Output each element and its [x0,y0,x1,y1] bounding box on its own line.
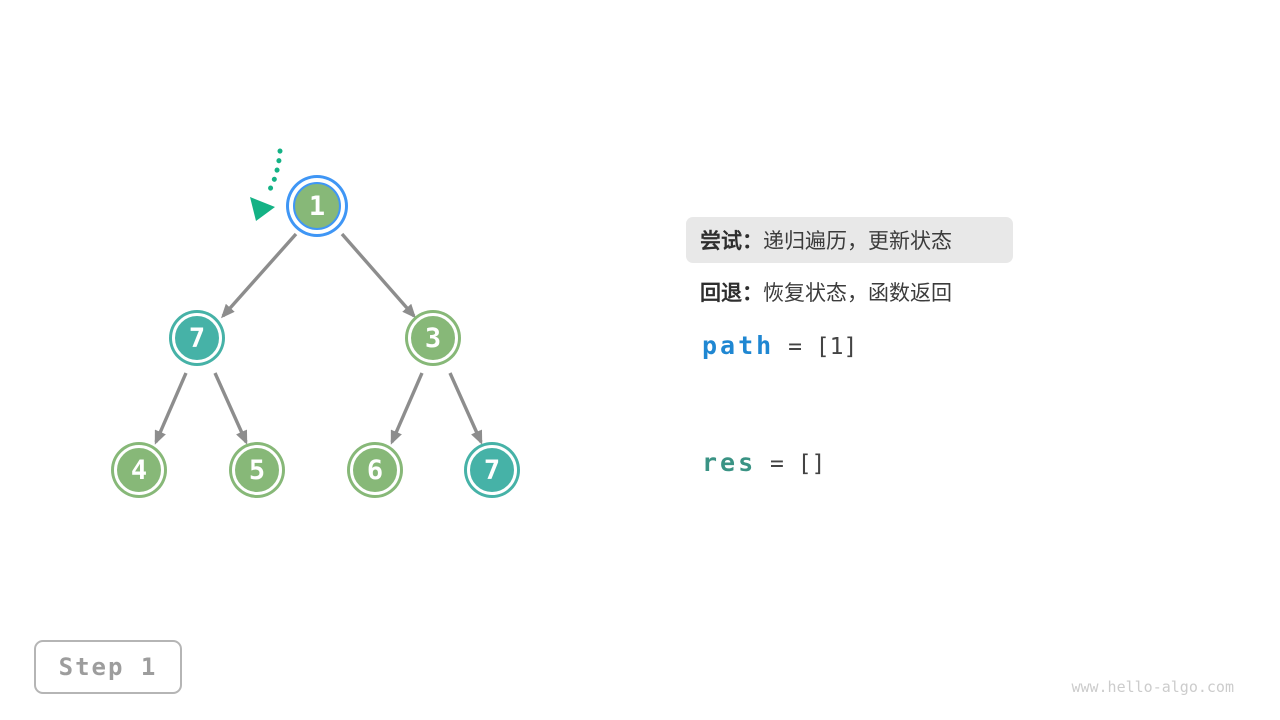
tree-node-value: 5 [248,454,266,486]
res-value: = [] [756,451,826,477]
backtrack-text: 恢复状态，函数返回 [763,281,952,305]
tree-diagram [154,148,483,445]
tree-node-value: 7 [483,454,501,486]
tree-node-7-left: 7 [172,313,222,363]
tree-node-3: 3 [408,313,458,363]
tree-node-value: 3 [424,322,442,354]
backtrack-note: 回退：恢复状态，函数返回 [700,272,952,312]
tree-node-value: 7 [188,322,206,354]
pointer-arrow-icon [250,148,283,221]
tree-node-4: 4 [114,445,164,495]
edge-3-to-7 [448,372,483,445]
try-note-highlighted: 尝试：递归遍历，更新状态 [686,217,1013,263]
path-state-line: path = [1] [702,331,857,360]
tree-node-value: 1 [308,190,326,222]
edge-1-to-3 [340,232,416,319]
backtrack-label: 回退： [700,281,763,305]
edge-1-to-7 [221,232,298,319]
try-text: 递归遍历，更新状态 [763,229,952,253]
tree-node-value: 4 [130,454,148,486]
edge-3-to-6 [390,372,424,445]
step-label: Step 1 [58,653,158,681]
path-variable: path [702,331,775,360]
tree-node-value: 6 [366,454,384,486]
edge-7-to-5 [213,372,248,445]
tree-node-7-right: 7 [467,445,517,495]
watermark: www.hello-algo.com [1071,678,1234,696]
path-value: = [1] [774,334,858,360]
edge-7-to-4 [154,372,188,445]
step-badge: Step 1 [34,640,182,694]
res-variable: res [702,448,757,477]
tree-node-5: 5 [232,445,282,495]
res-state-line: res = [] [702,448,825,477]
tree-edges [154,232,483,445]
tree-node-1-current: 1 [293,182,341,230]
try-label: 尝试： [700,229,763,253]
tree-node-6: 6 [350,445,400,495]
